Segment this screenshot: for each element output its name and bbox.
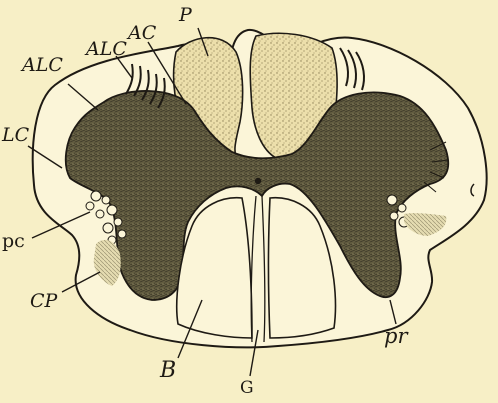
label-lc: LC bbox=[2, 126, 29, 145]
label-pr: pr bbox=[384, 326, 407, 347]
label-g: G bbox=[240, 380, 254, 397]
central-canal bbox=[255, 178, 261, 184]
label-alc-inner: ALC bbox=[86, 40, 127, 59]
label-alc-outer: ALC bbox=[22, 56, 63, 75]
label-ac: AC bbox=[128, 24, 156, 43]
label-p: P bbox=[179, 6, 192, 25]
label-b: B bbox=[160, 360, 176, 382]
label-pc: pc bbox=[2, 232, 25, 251]
label-cp: CP bbox=[30, 292, 57, 311]
